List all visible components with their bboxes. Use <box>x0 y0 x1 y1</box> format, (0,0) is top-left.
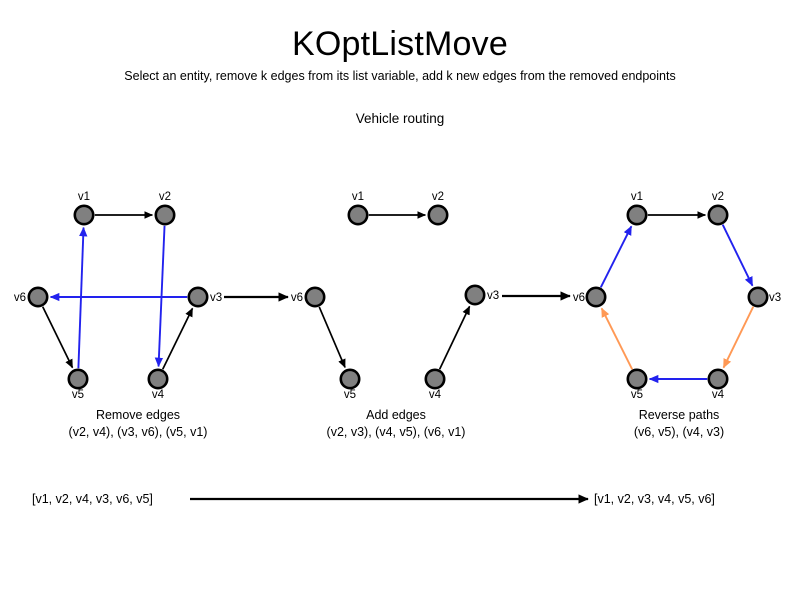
node-label-remove-v5: v5 <box>72 389 84 401</box>
panel-connectors-layer <box>224 291 571 302</box>
node-reverse-v5[interactable] <box>626 368 648 390</box>
node-remove-v2[interactable] <box>154 204 176 226</box>
node-remove-v1[interactable] <box>73 204 95 226</box>
node-add-v3[interactable] <box>464 284 486 306</box>
node-label-reverse-v1: v1 <box>631 191 643 203</box>
node-label-remove-v4: v4 <box>152 389 165 401</box>
panel-caption-remove-line1: Remove edges <box>96 408 180 422</box>
edge-reverse-v6-v1 <box>599 225 633 288</box>
node-remove-v4[interactable] <box>147 368 169 390</box>
node-label-remove-v2: v2 <box>159 191 171 203</box>
edges-layer <box>41 211 755 384</box>
panel-captions-layer: Remove edges (v2, v4), (v3, v6), (v5, v1)… <box>69 408 725 439</box>
node-reverse-v4[interactable] <box>707 368 729 390</box>
node-remove-v5[interactable] <box>67 368 89 390</box>
edge-remove-v6-v5 <box>41 306 74 369</box>
node-label-reverse-v3: v3 <box>769 292 781 304</box>
page-title: KOptListMove <box>292 25 508 63</box>
node-add-v5[interactable] <box>339 368 361 390</box>
node-add-v6[interactable] <box>304 286 326 308</box>
node-label-remove-v3: v3 <box>210 292 222 304</box>
list-transition-layer: [v1, v2, v4, v3, v6, v5] [v1, v2, v3, v4,… <box>32 492 715 506</box>
panel-caption-add-line1: Add edges <box>366 408 426 422</box>
node-reverse-v1[interactable] <box>626 204 648 226</box>
node-remove-v3[interactable] <box>187 286 209 308</box>
list-before: [v1, v2, v4, v3, v6, v5] <box>32 492 153 506</box>
node-label-reverse-v5: v5 <box>631 389 643 401</box>
edge-reverse-v2-v3 <box>721 224 754 287</box>
edge-add-v4-v3 <box>438 305 471 370</box>
node-add-v4[interactable] <box>424 368 446 390</box>
node-add-v1[interactable] <box>347 204 369 226</box>
edge-remove-v5-v1 <box>77 226 88 369</box>
list-after: [v1, v2, v3, v4, v5, v6] <box>594 492 715 506</box>
edge-add-v6-v5 <box>318 306 346 369</box>
edge-reverse-v3-v4 <box>722 306 755 369</box>
node-label-add-v5: v5 <box>344 389 356 401</box>
node-remove-v6[interactable] <box>27 286 49 308</box>
panel-caption-add-line2: (v2, v3), (v4, v5), (v6, v1) <box>327 425 466 439</box>
nodes-layer: v1 v2 v3 v4 v5 v6 v1 v2 v3 v4 v5 v6 v1 v2 v3 v4 v5 v6 <box>14 191 781 401</box>
panel-caption-remove-line2: (v2, v4), (v3, v6), (v5, v1) <box>69 425 208 439</box>
edge-remove-v4-v3 <box>161 307 194 370</box>
node-label-add-v4: v4 <box>429 389 442 401</box>
node-label-reverse-v6: v6 <box>573 292 585 304</box>
page-subtitle: Select an entity, remove k edges from it… <box>124 69 676 83</box>
node-reverse-v2[interactable] <box>707 204 729 226</box>
node-reverse-v3[interactable] <box>747 286 769 308</box>
node-label-remove-v1: v1 <box>78 191 90 203</box>
node-label-add-v3: v3 <box>487 290 499 302</box>
panel-caption-reverse-line1: Reverse paths <box>639 408 720 422</box>
node-label-add-v6: v6 <box>291 292 303 304</box>
node-label-add-v1: v1 <box>352 191 364 203</box>
node-label-add-v2: v2 <box>432 191 444 203</box>
edge-reverse-v5-v6 <box>600 307 634 370</box>
node-label-remove-v6: v6 <box>14 292 26 304</box>
node-add-v2[interactable] <box>427 204 449 226</box>
panel-caption-reverse-line2: (v6, v5), (v4, v3) <box>634 425 724 439</box>
node-label-reverse-v4: v4 <box>712 389 725 401</box>
node-reverse-v6[interactable] <box>585 286 607 308</box>
node-label-reverse-v2: v2 <box>712 191 724 203</box>
problem-type-label: Vehicle routing <box>355 111 445 126</box>
